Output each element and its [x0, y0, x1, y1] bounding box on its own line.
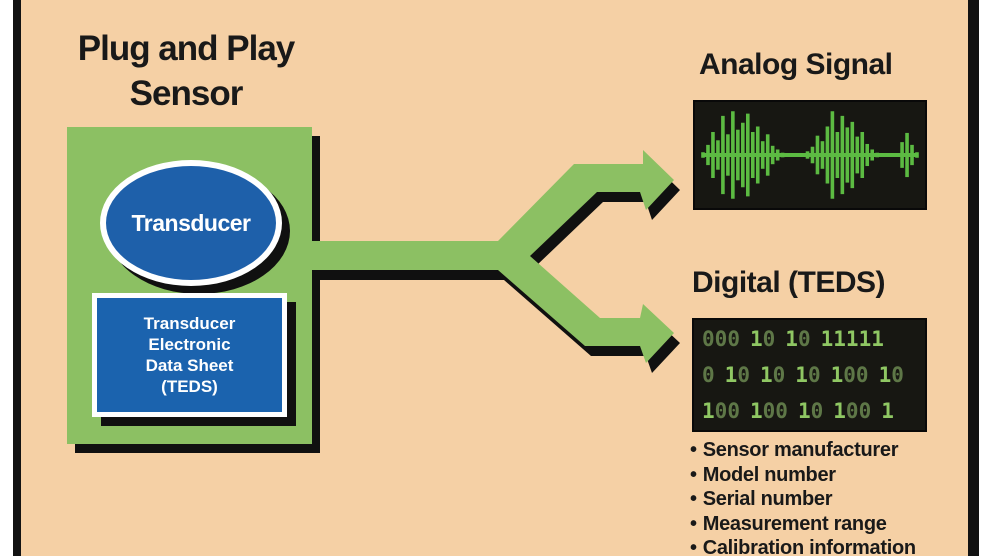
bullet-dot: • — [690, 463, 697, 486]
list-item-label: Calibration information — [702, 537, 916, 556]
list-item: •Sensor manufacturer — [690, 438, 980, 463]
list-item: •Serial number — [690, 487, 980, 512]
list-item: •Model number — [690, 463, 980, 488]
analog-heading: Analog Signal — [699, 48, 893, 81]
list-item-label: Serial number — [702, 488, 833, 510]
teds-line: (TEDS) — [161, 377, 218, 396]
transducer-ellipse: Transducer — [100, 160, 282, 286]
list-item-label: Sensor manufacturer — [702, 439, 899, 461]
transducer-label: Transducer — [131, 209, 252, 236]
bullet-dot: • — [690, 439, 697, 461]
teds-line: Electronic — [148, 335, 231, 354]
teds-contents-list: •Sensor manufacturer •Model number •Seri… — [690, 438, 980, 556]
page-title-line1: Plug and Play — [77, 29, 296, 68]
page-title-line2: Sensor — [129, 74, 244, 113]
bullet-dot: • — [690, 512, 697, 535]
bullet-dot: • — [690, 488, 697, 510]
list-item-label: Model number — [702, 463, 836, 486]
teds-rect: Transducer Electronic Data Sheet (TEDS) — [92, 293, 287, 417]
list-item: •Measurement range — [690, 512, 980, 537]
list-item-label: Measurement range — [702, 512, 887, 535]
page-title: Plug and Play Sensor — [40, 26, 332, 116]
analog-signal-box — [693, 100, 927, 210]
analog-waveform-icon — [701, 111, 919, 199]
list-item: • Calibration information — [690, 536, 980, 556]
digital-heading: Digital (TEDS) — [692, 266, 886, 299]
teds-line: Data Sheet — [145, 356, 234, 375]
bullet-dot: • — [690, 537, 697, 556]
teds-line: Transducer — [143, 314, 236, 333]
